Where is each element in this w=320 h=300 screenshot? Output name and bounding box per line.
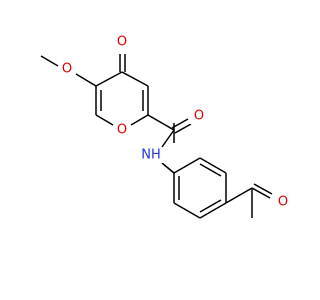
bond-c5-c4 [95, 71, 123, 87]
bond-cacetyl-oacetyl-double [253, 183, 273, 195]
label-bg-o-ring [114, 122, 130, 138]
bond-ph4-cacetyl [225, 187, 253, 204]
bond-c2-camide [147, 114, 175, 131]
bond-camide-oamide-b [174, 123, 192, 134]
bond-ph2-ph3 [199, 157, 227, 174]
bond-c4-c3 [121, 71, 149, 87]
molecule-structure-diagram: O O O O NH O [40, 34, 292, 219]
bond-camide-n-b [161, 129, 175, 148]
bond-ph5-ph6 [173, 202, 201, 219]
structure-svg: O O O O NH O [40, 34, 292, 219]
atom-o-amide: O [194, 109, 204, 124]
bond-cacetyl-oacetyl [251, 187, 271, 199]
bond-ph2-ph3-double [199, 163, 222, 177]
label-bg-n-amide [138, 147, 164, 163]
bond-ph1-ph2 [173, 157, 201, 174]
label-bg-o-methoxy [59, 61, 75, 77]
bond-c2-o1 [130, 114, 149, 126]
atom-o-ketone: O [117, 35, 127, 50]
atom-o-acetyl: O [278, 195, 288, 210]
bond-c5-omethoxy [75, 73, 97, 87]
atom-nh-amide: NH [141, 148, 161, 163]
label-bg-o-amide [190, 108, 206, 124]
bond-camide-oamide-a [171, 118, 189, 129]
label-bg-o-acetyl [276, 194, 292, 210]
bond-omethoxy-ch3 [40, 55, 59, 67]
label-bg-o-ketone [113, 38, 129, 54]
atom-o-ring: O [117, 123, 127, 138]
bond-ph4-ph5 [199, 202, 227, 219]
bond-ph4-ph5-double [199, 199, 222, 213]
bond-o1-c6 [95, 114, 114, 126]
bond-n-ph1 [161, 162, 175, 174]
atom-o-methoxy: O [62, 62, 72, 77]
